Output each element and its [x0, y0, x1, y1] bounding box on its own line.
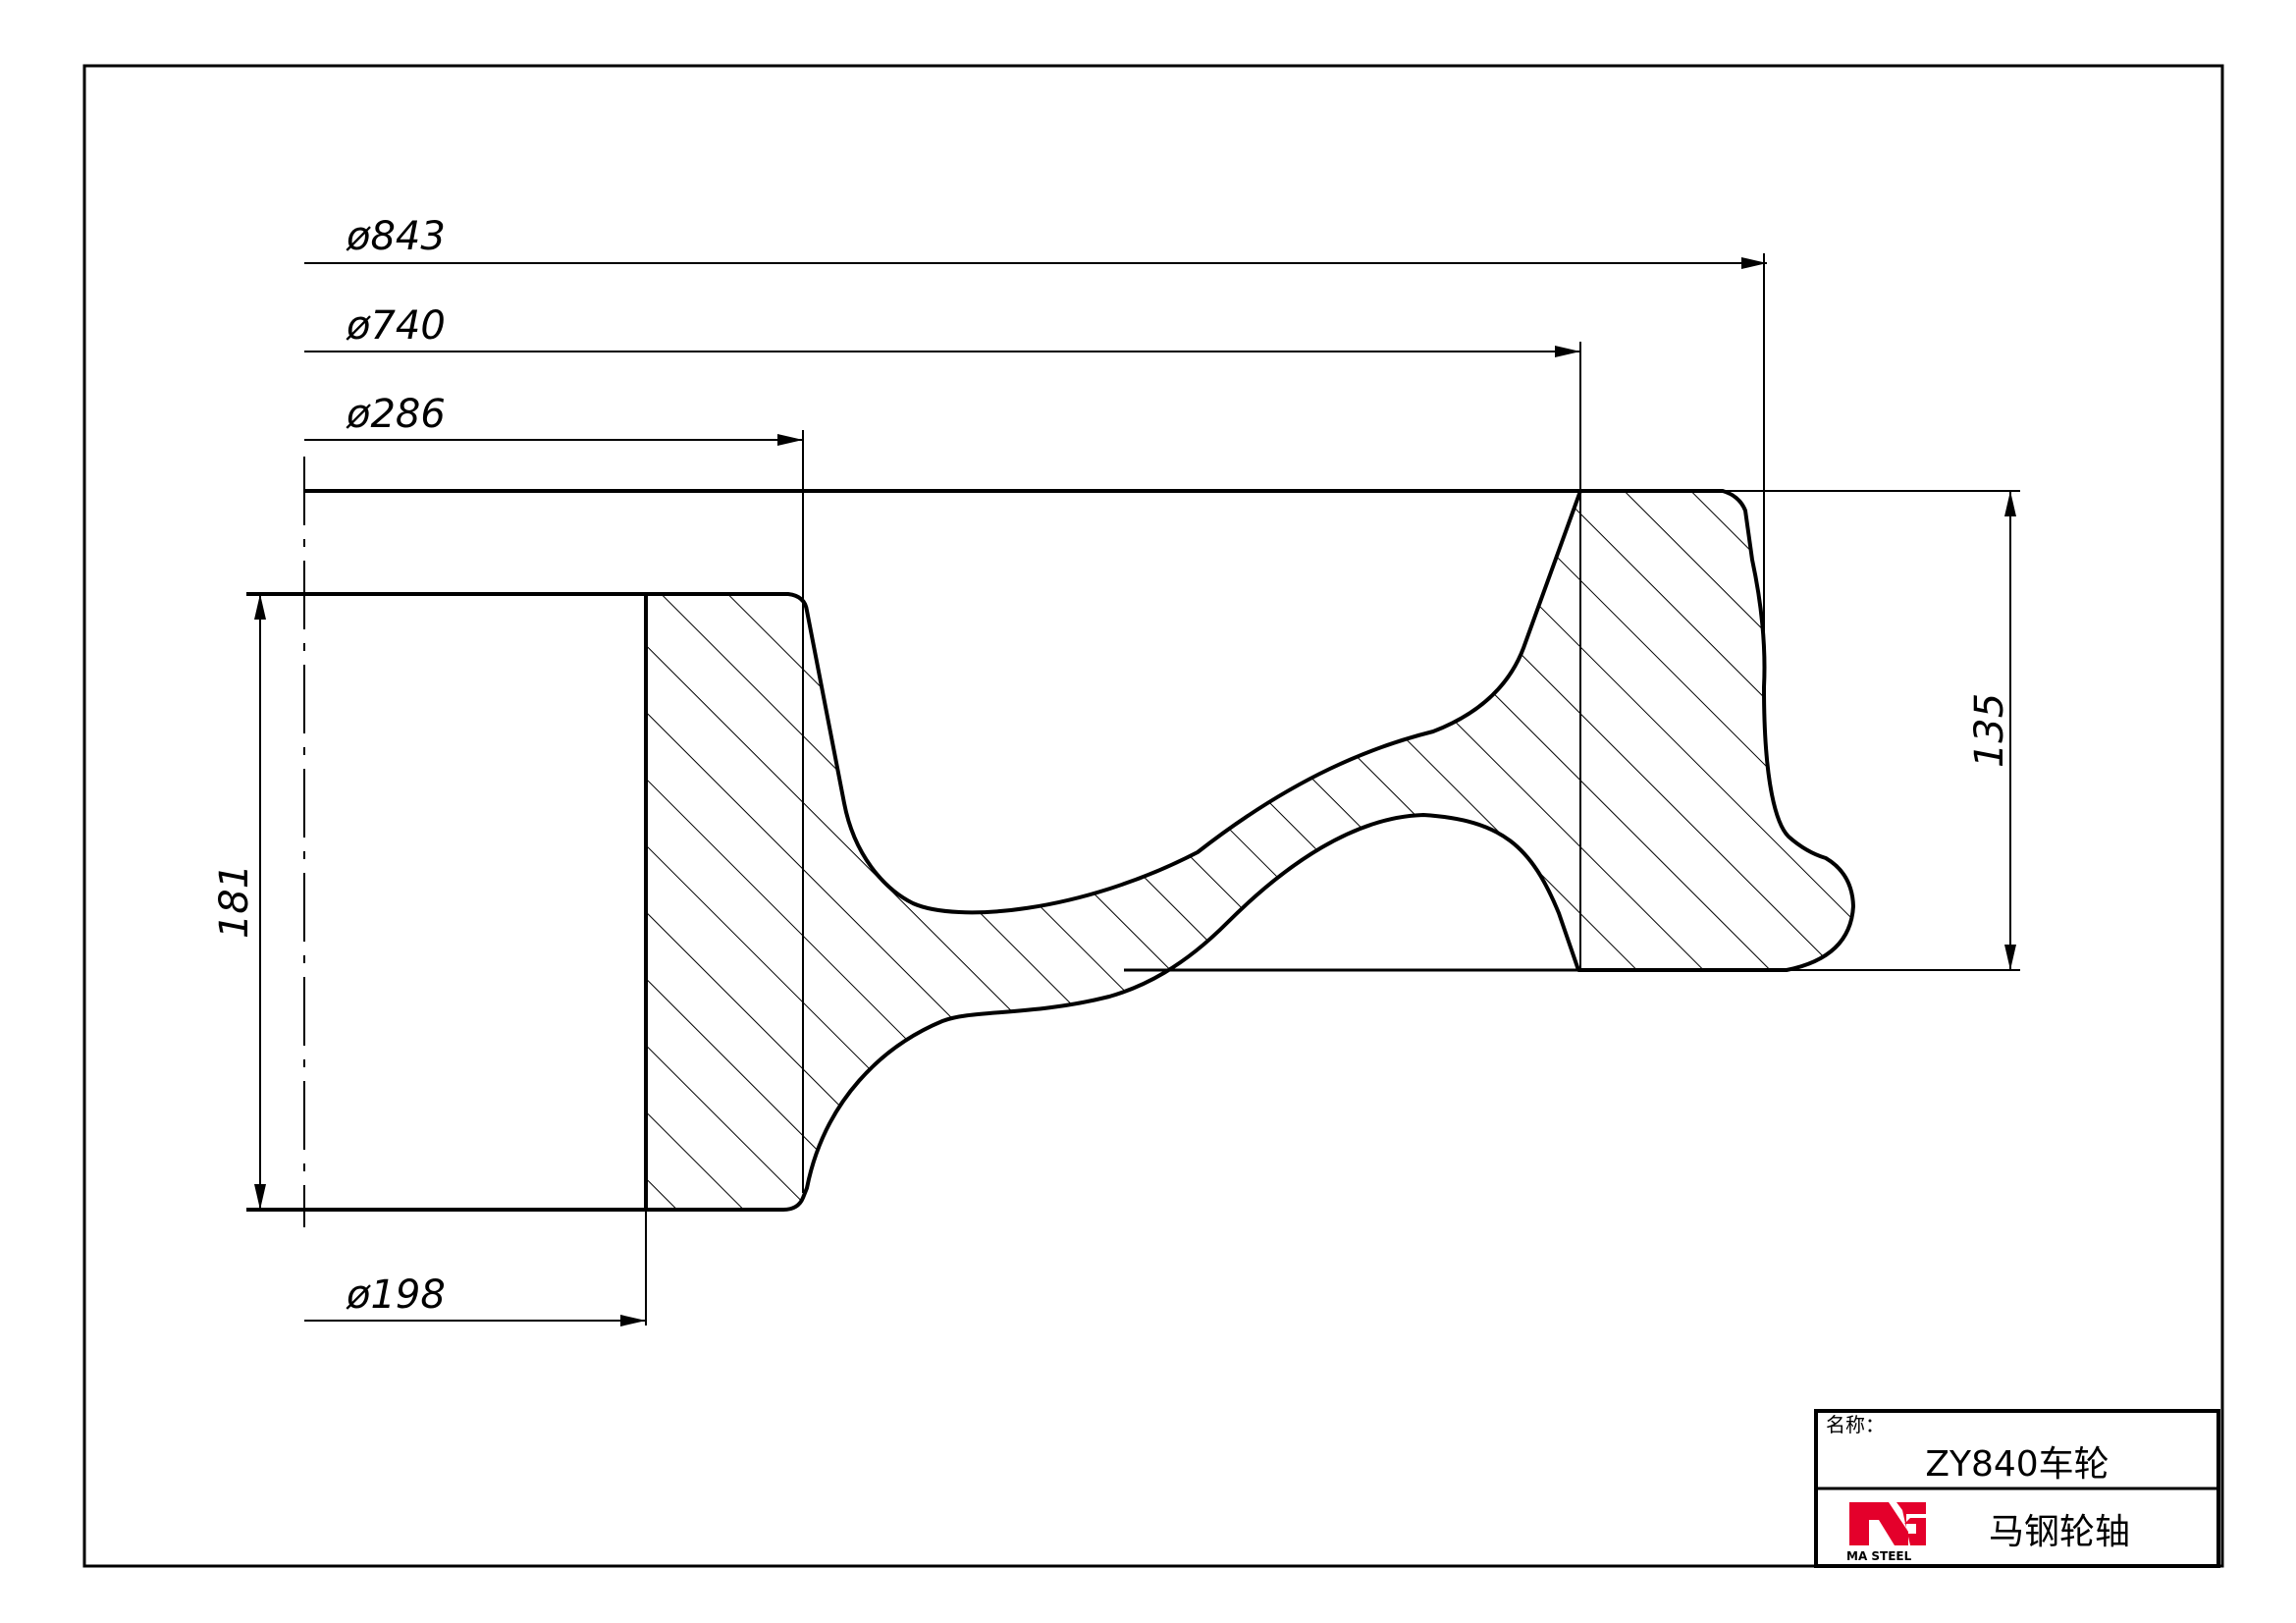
part-name: ZY840车轮 [1925, 1444, 2109, 1485]
dimension-d198: ø198 [304, 1210, 647, 1326]
dimension-d740: ø740 [304, 303, 1581, 970]
dim-label-d198: ø198 [346, 1272, 446, 1318]
title-block: 名称： ZY840车轮 MA STEEL 马钢轮轴 [1814, 1409, 2220, 1568]
logo-text: MA STEEL [1846, 1549, 1912, 1563]
company-name: 马钢轮轴 [1989, 1512, 2130, 1552]
dim-label-h181: 181 [212, 864, 257, 939]
dim-label-h135: 135 [1967, 693, 2012, 768]
dimension-h181: 181 [212, 593, 304, 1211]
dim-label-d740: ø740 [346, 303, 446, 349]
dimension-h135: 135 [1580, 490, 2020, 971]
dim-label-d843: ø843 [346, 214, 446, 259]
drawing-frame [82, 64, 2224, 1568]
wheel-cross-section [644, 489, 1855, 1212]
dimension-d843: ø843 [304, 214, 1767, 687]
dimension-d286: ø286 [304, 392, 804, 1193]
name-label: 名称： [1826, 1413, 1885, 1436]
dim-label-d286: ø286 [346, 392, 446, 437]
masteel-logo: MA STEEL [1846, 1502, 1926, 1563]
